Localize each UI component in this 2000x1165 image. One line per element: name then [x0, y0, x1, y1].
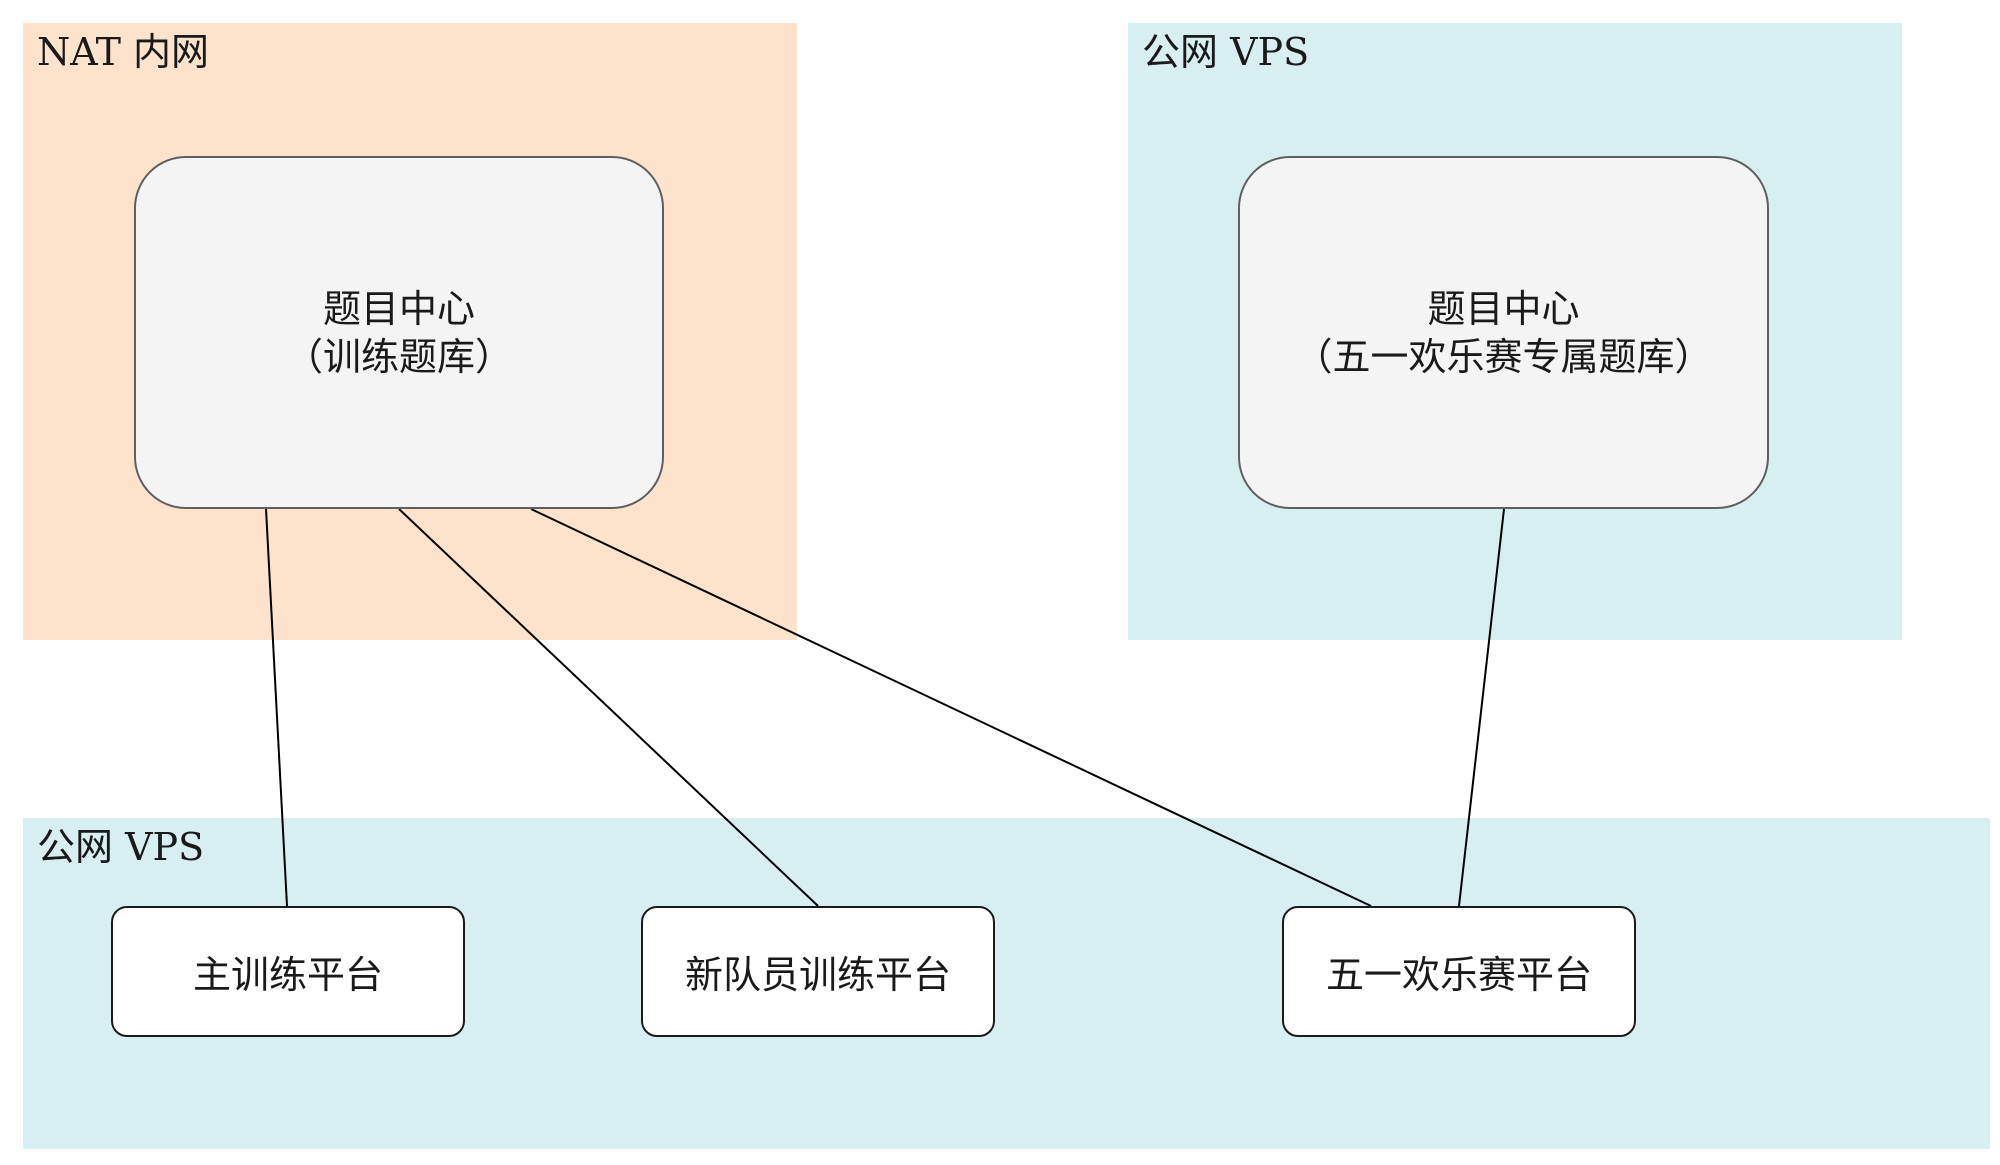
vps-top-region-label: 公网 VPS: [1142, 30, 1310, 74]
hub-contest-title: 题目中心: [1427, 286, 1580, 331]
contest-platform-node[interactable]: 五一欢乐赛平台: [1282, 906, 1636, 1037]
newbie-training-platform-node[interactable]: 新队员训练平台: [641, 906, 995, 1037]
edge-training-to-contest: [530, 508, 1372, 907]
vps-bottom-region-label: 公网 VPS: [37, 825, 205, 869]
nat-region-label: NAT 内网: [37, 30, 210, 74]
platform-main-label: 主训练平台: [192, 953, 383, 997]
hub-contest-subtitle: （五一欢乐赛专属题库）: [1294, 334, 1713, 379]
platform-newbie-label: 新队员训练平台: [684, 953, 951, 997]
hub-training-subtitle: （训练题库）: [284, 334, 513, 379]
question-center-contest-node[interactable]: 题目中心 （五一欢乐赛专属题库）: [1238, 156, 1769, 509]
edge-training-to-main: [265, 508, 288, 907]
hub-training-title: 题目中心: [322, 286, 475, 331]
edge-training-to-newbie: [398, 508, 819, 907]
main-training-platform-node[interactable]: 主训练平台: [111, 906, 465, 1037]
question-center-training-node[interactable]: 题目中心 （训练题库）: [134, 156, 664, 509]
edge-contest-hub-to-contest-platform: [1458, 508, 1505, 907]
platform-contest-label: 五一欢乐赛平台: [1325, 953, 1592, 997]
